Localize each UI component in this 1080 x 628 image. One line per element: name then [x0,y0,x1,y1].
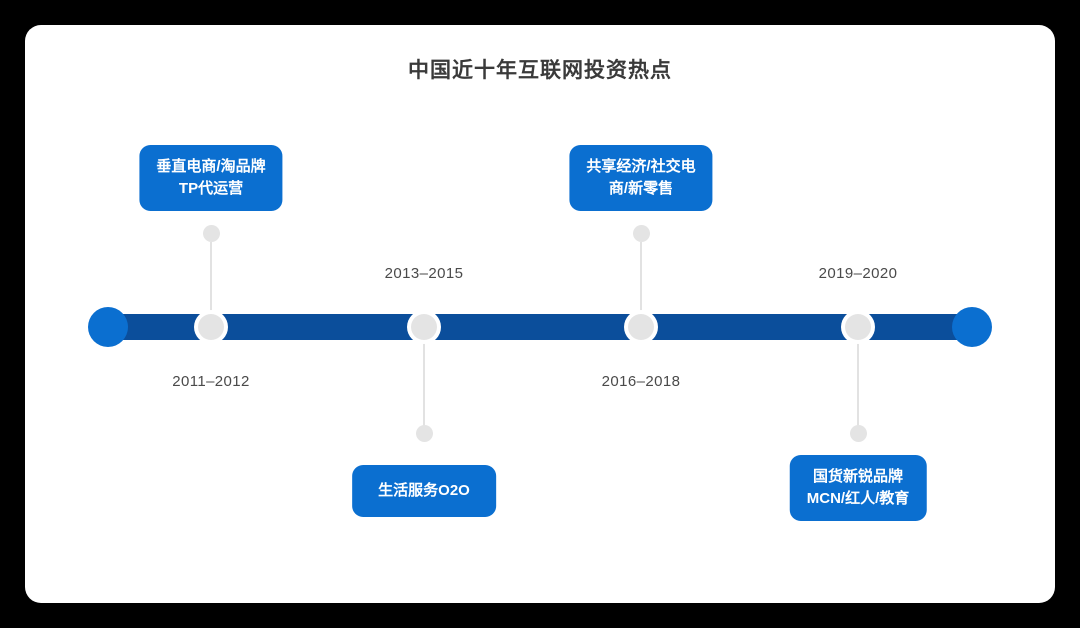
milestone-card[interactable]: 国货新锐品牌 MCN/红人/教育 [789,455,927,521]
card-line: TP代运营 [178,179,244,197]
page-title: 中国近十年互联网投资热点 [408,59,672,82]
card-line: 共享经济/社交电 [586,158,696,175]
card-line: 商/新零售 [608,179,674,197]
milestone-stub-dot [849,425,867,442]
milestone-connector [640,242,642,327]
card-line: 生活服务O2O [378,482,470,499]
milestone-year-label: 2011–2012 [172,373,250,390]
milestone-card[interactable]: 垂直电商/淘品牌 TP代运营 [139,145,283,211]
milestone-stub-dot [632,225,650,242]
timeline: 2011–2012 垂直电商/淘品牌 TP代运营 2013–2015 生活服务O… [25,25,1055,603]
timeline-bar [105,314,975,340]
milestone-connector [423,327,425,432]
milestone-marker[interactable] [411,314,437,340]
milestone-card[interactable]: 共享经济/社交电 商/新零售 [569,145,713,211]
milestone-marker[interactable] [845,314,871,340]
milestone-card[interactable]: 生活服务O2O [352,465,496,517]
milestone-stub-dot [415,425,433,442]
milestone-marker[interactable] [198,314,224,340]
milestone-connector [210,242,212,327]
milestone-year-label: 2013–2015 [384,265,464,282]
card-line: MCN/红人/教育 [806,489,910,507]
card-line: 国货新锐品牌 [812,468,903,485]
milestone-connector [857,327,859,432]
milestone-year-label: 2016–2018 [601,373,681,390]
timeline-start-endpoint [88,307,128,347]
milestone-marker[interactable] [628,314,654,340]
card-line: 垂直电商/淘品牌 [156,158,266,175]
milestone-stub-dot [202,225,220,242]
milestone-year-label: 2019–2020 [818,265,898,282]
infographic-canvas: 中国近十年互联网投资热点 2011–2012 垂直电商/淘品牌 TP代运营 20… [25,25,1055,603]
timeline-end-endpoint [952,307,992,347]
